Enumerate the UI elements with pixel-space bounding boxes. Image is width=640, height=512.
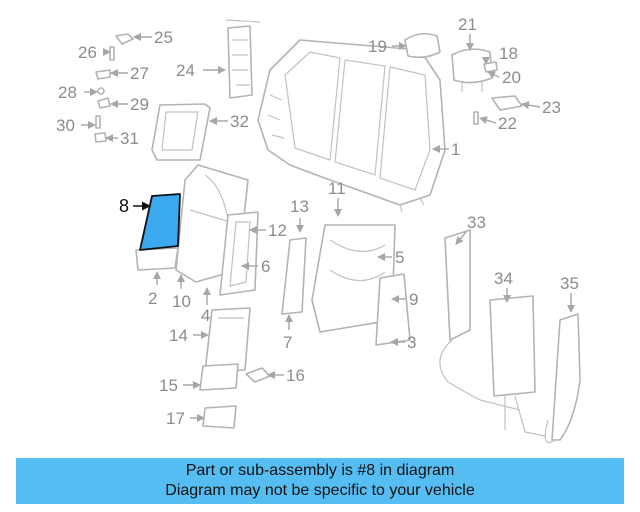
callout-numbers: 1 2 3 4 5 6 7 9 10 11 12 13 14 15 16 17 … (56, 15, 579, 428)
callout-33[interactable]: 33 (467, 213, 486, 232)
callout-28[interactable]: 28 (58, 83, 77, 102)
callout-5[interactable]: 5 (395, 248, 404, 267)
callout-10[interactable]: 10 (172, 292, 191, 311)
callout-11[interactable]: 11 (328, 179, 346, 198)
left-seatback-components (135, 164, 271, 429)
banner-line-2: Diagram may not be specific to your vehi… (165, 482, 475, 499)
callout-1[interactable]: 1 (451, 140, 460, 159)
callout-20[interactable]: 20 (502, 68, 521, 87)
callout-34[interactable]: 34 (494, 269, 513, 288)
callout-32[interactable]: 32 (230, 112, 249, 131)
callout-17[interactable]: 17 (166, 409, 185, 428)
callout-29[interactable]: 29 (130, 95, 149, 114)
center-components (281, 224, 411, 346)
highlighted-part-8[interactable] (139, 193, 181, 251)
callout-12[interactable]: 12 (268, 221, 287, 240)
callout-27[interactable]: 27 (130, 64, 149, 83)
small-hardware-group (94, 19, 261, 161)
callout-25[interactable]: 25 (154, 28, 173, 47)
callout-26[interactable]: 26 (78, 43, 97, 62)
callout-31[interactable]: 31 (120, 129, 139, 148)
callout-8-highlighted[interactable]: 8 (119, 196, 129, 216)
callout-4[interactable]: 4 (201, 306, 210, 325)
callout-6[interactable]: 6 (261, 257, 270, 276)
callout-leaders (81, 33, 575, 422)
callout-3[interactable]: 3 (407, 333, 416, 352)
right-components (439, 229, 581, 444)
callout-22[interactable]: 22 (498, 114, 517, 133)
banner-line-1: Part or sub-assembly is #8 in diagram (185, 462, 455, 479)
callout-15[interactable]: 15 (159, 376, 178, 395)
callout-35[interactable]: 35 (560, 274, 579, 293)
info-banner: Part or sub-assembly is #8 in diagram Di… (16, 458, 624, 504)
callout-2[interactable]: 2 (148, 289, 157, 308)
callout-16[interactable]: 16 (286, 366, 305, 385)
callout-7[interactable]: 7 (283, 333, 292, 352)
callout-19[interactable]: 19 (368, 37, 387, 56)
callout-21[interactable]: 21 (458, 15, 477, 34)
callout-24[interactable]: 24 (176, 61, 195, 80)
callout-30[interactable]: 30 (56, 116, 75, 135)
seatback-frame (257, 39, 446, 213)
callout-13[interactable]: 13 (290, 197, 309, 216)
callout-9[interactable]: 9 (409, 290, 418, 309)
callout-14[interactable]: 14 (169, 326, 188, 345)
callout-18[interactable]: 18 (499, 44, 518, 63)
callout-23[interactable]: 23 (542, 98, 561, 117)
